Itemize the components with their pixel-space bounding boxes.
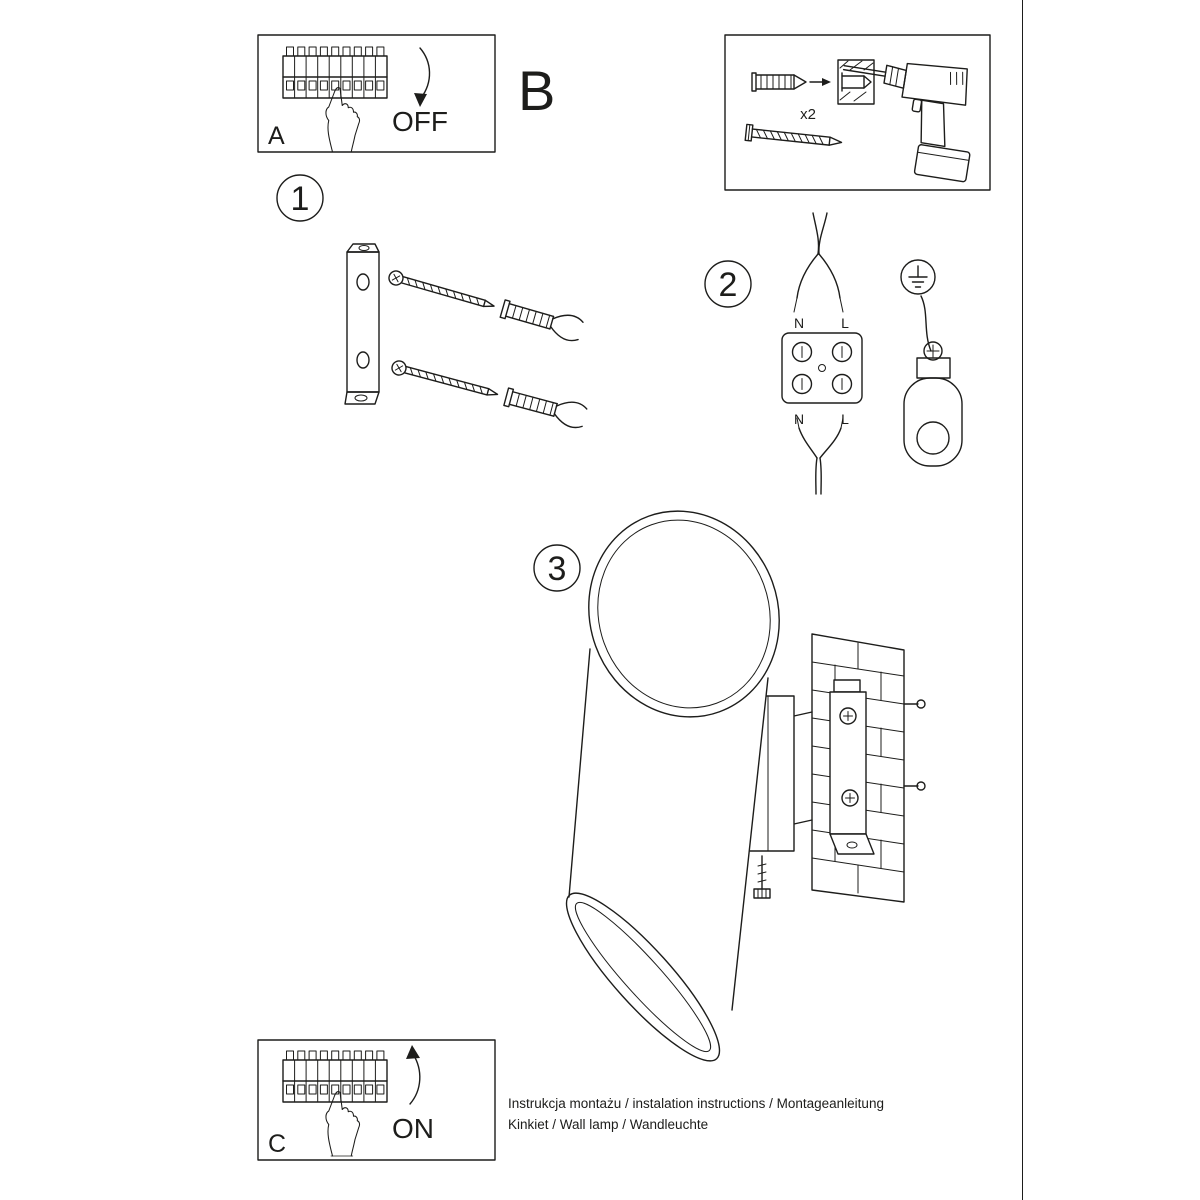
earth-symbol-icon (900, 259, 936, 295)
step-1-number: 1 (291, 180, 310, 218)
bracket-link-line (793, 711, 813, 717)
footer: Instrukcja montażu / instalation instruc… (508, 1096, 884, 1132)
bracket-link-line (793, 819, 813, 825)
hand-icon (325, 1091, 361, 1157)
panel-a-border (257, 34, 496, 153)
panel-a-label: A (268, 122, 285, 150)
lamp-wires (796, 417, 844, 495)
mount-thumbscrew-icon (753, 855, 771, 899)
section-b-label: B (518, 59, 555, 122)
lamp-shade (565, 510, 780, 1062)
off-arrowhead-icon (414, 93, 427, 107)
screw-icon (744, 123, 843, 146)
panel-c-label: C (268, 1130, 286, 1158)
footer-line-1: Instrukcja montażu / instalation instruc… (508, 1096, 884, 1111)
step-3: 3 (533, 510, 926, 1062)
hand-icon (325, 87, 361, 153)
step-1: 1 (276, 174, 589, 431)
on-label: ON (392, 1113, 434, 1144)
off-label: OFF (392, 106, 448, 137)
wire-label-n-bottom: N (794, 411, 804, 427)
panel-c-border (257, 1039, 496, 1161)
wall-bracket (829, 679, 875, 855)
drill-icon (842, 62, 971, 183)
step-3-number: 3 (548, 550, 567, 588)
earth-wire (920, 295, 932, 352)
panel-a: A OFF (257, 34, 496, 153)
wall-section-icon (837, 59, 875, 105)
plate-side-screws (903, 699, 926, 791)
screw-and-anchor-icon (385, 263, 585, 344)
step-1-badge (276, 174, 324, 222)
step-2-badge (704, 260, 752, 308)
panel-c: C ON (257, 1039, 496, 1161)
step-2-number: 2 (719, 266, 738, 304)
wire-label-l-top: L (841, 315, 849, 331)
supply-wires (793, 212, 844, 313)
step-2: 2 N L N L (704, 212, 963, 495)
terminal-block (781, 332, 863, 404)
footer-line-2: Kinkiet / Wall lamp / Wandleuchte (508, 1117, 708, 1132)
section-b: B x2 (518, 34, 991, 191)
screw-and-anchor-icon (388, 353, 589, 431)
earth-terminal (903, 341, 963, 467)
step-3-badge (533, 544, 581, 592)
mounting-bracket (344, 243, 380, 405)
on-arrowhead-icon (406, 1045, 420, 1059)
wire-label-n-top: N (794, 315, 804, 331)
wire-label-l-bottom: L (841, 411, 849, 427)
on-arrow-icon (409, 1053, 421, 1105)
section-b-border (724, 34, 991, 191)
insert-arrowhead-icon (822, 78, 831, 86)
wall-plug-icon (751, 72, 807, 92)
quantity-label: x2 (800, 106, 816, 123)
off-arrow-icon (419, 47, 431, 99)
